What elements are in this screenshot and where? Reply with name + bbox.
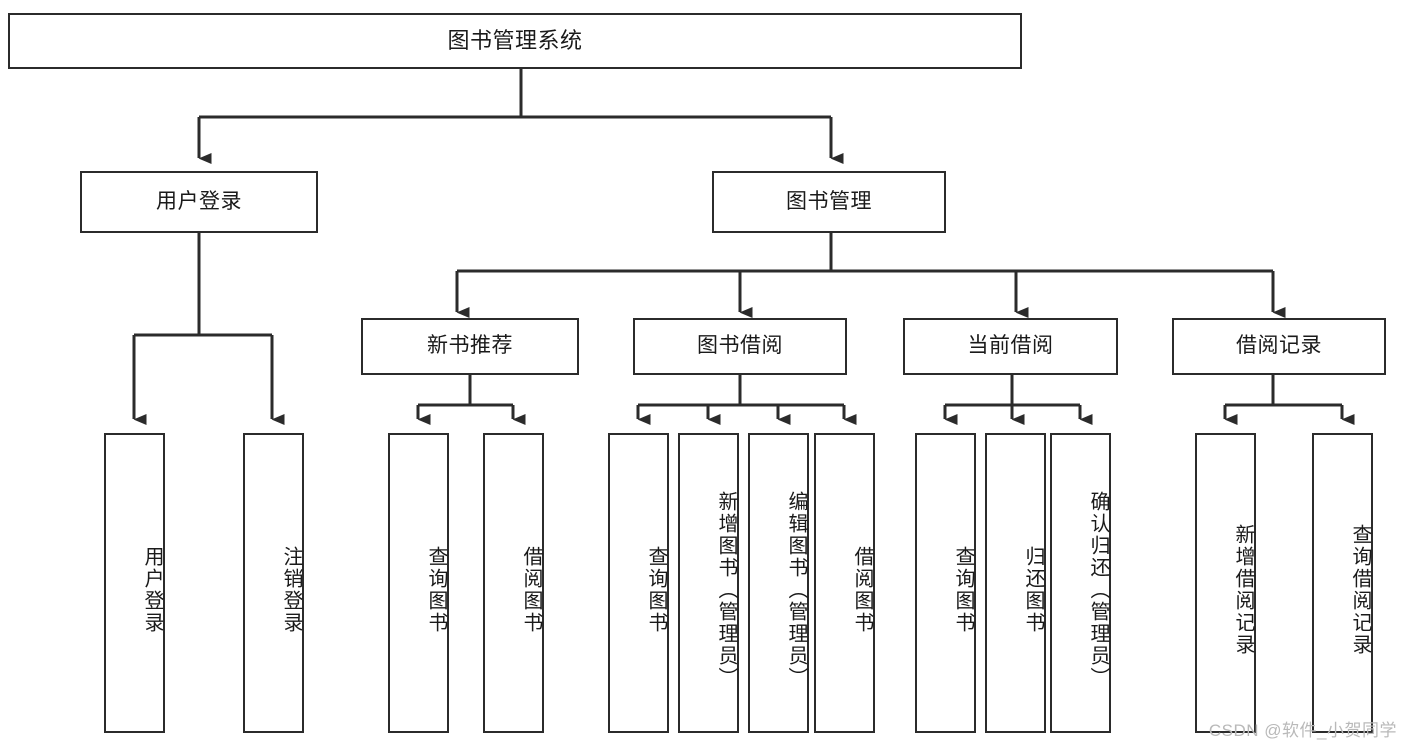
node-label: 新增借阅记录 xyxy=(1232,524,1254,656)
node-label: 确认归还（管理员） xyxy=(1087,491,1109,689)
node-label: 新增图书（管理员） xyxy=(715,491,737,689)
node-leaf-borrow-book-2[interactable]: 借阅图书 xyxy=(814,433,875,733)
node-leaf-logout-login[interactable]: 注销登录 xyxy=(243,433,304,733)
node-current-borrow[interactable]: 当前借阅 xyxy=(903,318,1118,375)
node-label: 归还图书 xyxy=(1022,546,1044,634)
node-book-manage[interactable]: 图书管理 xyxy=(712,171,946,233)
node-label: 用户登录 xyxy=(156,189,242,213)
node-new-book-recommend[interactable]: 新书推荐 xyxy=(361,318,579,375)
node-label: 当前借阅 xyxy=(967,334,1054,358)
node-leaf-return-book[interactable]: 归还图书 xyxy=(985,433,1046,733)
csdn-watermark: CSDN @软件_小贺同学 xyxy=(1208,721,1397,740)
node-user-login[interactable]: 用户登录 xyxy=(80,171,318,233)
node-label: 新书推荐 xyxy=(427,334,513,358)
node-leaf-query-borrow-record[interactable]: 查询借阅记录 xyxy=(1312,433,1373,733)
node-leaf-borrow-book-1[interactable]: 借阅图书 xyxy=(483,433,544,733)
node-label: 图书管理系统 xyxy=(447,28,583,54)
node-leaf-query-book-1[interactable]: 查询图书 xyxy=(388,433,449,733)
node-label: 查询图书 xyxy=(645,546,667,634)
node-label: 查询图书 xyxy=(425,546,447,634)
node-label: 图书借阅 xyxy=(697,334,783,358)
node-label: 借阅记录 xyxy=(1236,334,1322,358)
node-leaf-add-borrow-record[interactable]: 新增借阅记录 xyxy=(1195,433,1256,733)
node-leaf-query-book-3[interactable]: 查询图书 xyxy=(915,433,976,733)
node-label: 查询图书 xyxy=(952,546,974,634)
node-label: 注销登录 xyxy=(280,546,302,634)
node-borrow-record[interactable]: 借阅记录 xyxy=(1172,318,1386,375)
node-label: 查询借阅记录 xyxy=(1349,524,1371,656)
node-leaf-add-book[interactable]: 新增图书（管理员） xyxy=(678,433,739,733)
node-label: 用户登录 xyxy=(141,546,163,634)
node-label: 借阅图书 xyxy=(520,546,542,634)
node-leaf-confirm-return[interactable]: 确认归还（管理员） xyxy=(1050,433,1111,733)
node-label: 编辑图书（管理员） xyxy=(785,491,807,689)
node-label: 图书管理 xyxy=(786,189,872,213)
node-leaf-edit-book[interactable]: 编辑图书（管理员） xyxy=(748,433,809,733)
node-book-borrow[interactable]: 图书借阅 xyxy=(633,318,847,375)
node-leaf-user-login[interactable]: 用户登录 xyxy=(104,433,165,733)
node-leaf-query-book-2[interactable]: 查询图书 xyxy=(608,433,669,733)
node-label: 借阅图书 xyxy=(851,546,873,634)
node-root-book-management-system[interactable]: 图书管理系统 xyxy=(8,13,1022,69)
